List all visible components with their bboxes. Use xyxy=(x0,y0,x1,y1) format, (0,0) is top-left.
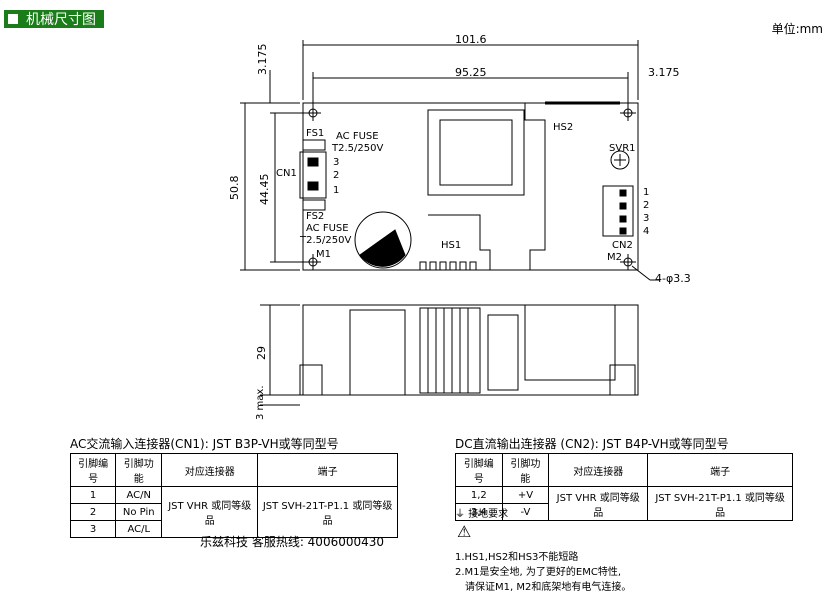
fs1-fuse xyxy=(302,139,326,151)
dc-connector-table: 引脚编号 引脚功能 对应连接器 端子 1,2 +V JST VHR 或同等级品 … xyxy=(455,453,793,521)
svr1-pot xyxy=(610,150,630,170)
warning-icon: ⚠ xyxy=(457,522,472,541)
label-m2: M2 xyxy=(607,252,622,263)
ground-note-text: 接地要求 xyxy=(468,509,509,520)
col-header: 对应连接器 xyxy=(161,453,259,487)
hs2-outline xyxy=(524,103,546,270)
cn2-connector xyxy=(602,185,634,237)
label-m1: M1 xyxy=(316,249,331,260)
note-1: 1.HS1,HS2和HS3不能短路 xyxy=(455,552,579,563)
dim-height-holes: 44.45 xyxy=(258,173,271,206)
fs2-fuse xyxy=(302,199,326,211)
label-cn2: CN2 xyxy=(612,240,633,251)
label-pin1: 1 xyxy=(333,185,340,196)
side-heatsink-fins xyxy=(419,307,481,394)
ac-terminal-cell: JST SVH-21T-P1.1 或同等级品 xyxy=(257,486,398,538)
dim-hole-spec: 4-φ3.3 xyxy=(655,272,691,285)
label-fs1-desc: AC FUSE xyxy=(336,131,379,142)
ac-table-title: AC交流输入连接器(CN1): JST B3P-VH或等同型号 xyxy=(70,437,339,451)
col-header: 引脚编号 xyxy=(69,453,117,487)
dim-height-total: 50.8 xyxy=(228,175,241,201)
label-cn1: CN1 xyxy=(276,168,297,179)
col-header: 引脚功能 xyxy=(115,453,163,487)
dim-width-total: 101.6 xyxy=(455,33,487,46)
dim-side-max: 3 max. xyxy=(255,385,266,420)
col-header: 端子 xyxy=(257,453,398,487)
table-row: 1 AC/N JST VHR 或同等级品 JST SVH-21T-P1.1 或同… xyxy=(69,486,398,538)
label-fs1-rating: T2.5/250V xyxy=(332,143,384,154)
ground-icon: ⏚ xyxy=(455,509,465,520)
label-fs1: FS1 xyxy=(306,128,325,139)
dc-connector-cell: JST VHR 或同等级品 xyxy=(548,486,649,521)
label-cn2-pin2: 2 xyxy=(643,200,650,211)
cn1-connector xyxy=(299,151,327,199)
hs1-outline xyxy=(428,214,491,270)
label-cn2-pin1: 1 xyxy=(643,187,650,198)
label-pin2: 2 xyxy=(333,170,340,181)
mounting-holes xyxy=(305,105,636,270)
col-header: 端子 xyxy=(647,453,793,487)
table-row: 3 AC/L xyxy=(69,520,398,538)
label-svr1: SVR1 xyxy=(609,143,636,154)
label-hs1: HS1 xyxy=(441,240,462,251)
label-cn2-pin3: 3 xyxy=(643,213,650,224)
col-header: 对应连接器 xyxy=(548,453,649,487)
capacitor xyxy=(354,211,412,269)
dim-offset-left: 3.175 xyxy=(256,43,269,76)
ground-note: ⏚ 接地要求 xyxy=(455,505,508,520)
label-fs2-desc: AC FUSE xyxy=(306,223,349,234)
label-hs2: HS2 xyxy=(553,122,574,133)
unit-label: 单位:mm xyxy=(771,22,823,36)
col-header: 引脚编号 xyxy=(455,453,503,487)
dc-terminal-cell: JST SVH-21T-P1.1 或同等级品 xyxy=(647,486,793,521)
square-icon xyxy=(8,14,18,24)
col-header: 引脚功能 xyxy=(501,453,550,487)
hs1-fins xyxy=(419,261,477,271)
side-outline xyxy=(302,304,639,396)
dim-side-height: 29 xyxy=(255,346,268,360)
transformer-outline xyxy=(427,109,525,196)
label-cn2-pin4: 4 xyxy=(643,226,650,237)
note-2: 2.M1是安全地, 为了更好的EMC特性, xyxy=(455,567,621,578)
label-fs2: FS2 xyxy=(306,211,325,222)
table-row: 1,2 +V JST VHR 或同等级品 JST SVH-21T-P1.1 或同… xyxy=(455,486,793,521)
dim-offset-right: 3.175 xyxy=(648,66,680,79)
dc-table-title: DC直流输出连接器 (CN2): JST B4P-VH或等同型号 xyxy=(455,437,729,451)
section-header: 机械尺寸图 xyxy=(4,10,104,28)
board-outline xyxy=(302,102,639,271)
ac-connector-table: 引脚编号 引脚功能 对应连接器 端子 1 AC/N JST VHR 或同等级品 … xyxy=(69,453,398,538)
label-fs2-rating: T2.5/250V xyxy=(300,235,352,246)
label-pin3: 3 xyxy=(333,157,340,168)
dim-width-holes: 95.25 xyxy=(455,66,487,79)
hotline: 乐兹科技 客服热线: 4006000430 xyxy=(200,535,385,549)
note-3: 请保证M1, M2和底架地有电气连接。 xyxy=(465,582,632,593)
header-title: 机械尺寸图 xyxy=(26,12,96,28)
ac-connector-cell: JST VHR 或同等级品 xyxy=(161,486,259,538)
table-row: 3,4 -V xyxy=(455,503,793,521)
